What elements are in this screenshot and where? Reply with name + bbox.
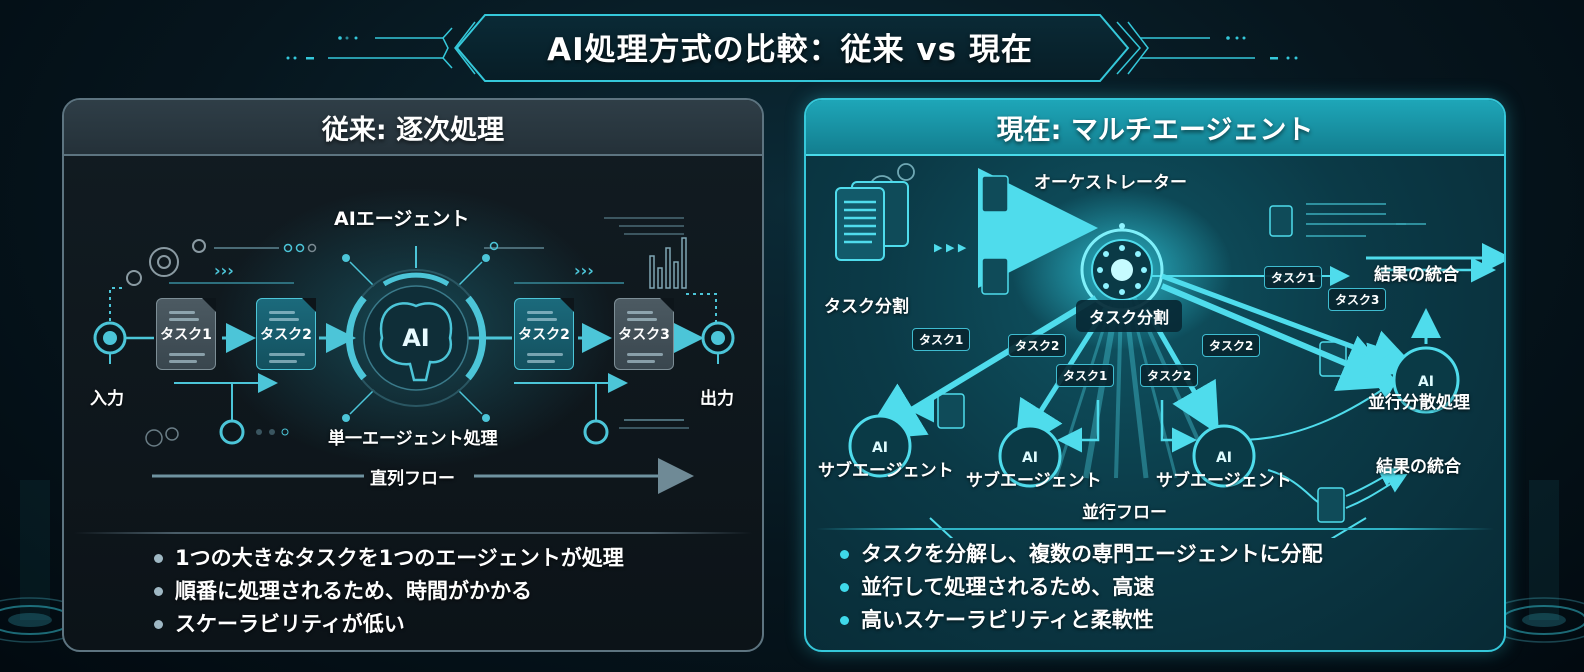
task-tag: タスク1 xyxy=(1056,364,1115,387)
svg-text:AI: AI xyxy=(872,440,888,456)
bullet-dot-icon xyxy=(154,587,163,596)
bullet-item: タスクを分解し、複数の専門エージェントに分配 xyxy=(840,538,1323,571)
bullet-dot-icon xyxy=(154,620,163,629)
bullet-dot-icon xyxy=(154,554,163,563)
bullet-item: 1つの大きなタスクを1つのエージェントが処理 xyxy=(154,542,624,575)
task-label: タスク1 xyxy=(160,327,212,343)
sequential-bullet-list: 1つの大きなタスクを1つのエージェントが処理 順番に処理されるため、時間がかかる… xyxy=(154,542,624,641)
title-banner: AI処理方式の比較：従来 vs 現在 xyxy=(0,0,1584,95)
output-node-icon xyxy=(701,321,735,364)
orchestrator-icon xyxy=(1080,223,1164,312)
task-tag: タスク3 xyxy=(1328,288,1387,311)
input-node-icon xyxy=(93,321,127,364)
agent-caption: 単一エージェント処理 xyxy=(328,429,498,449)
multi-agent-bullet-list: タスクを分解し、複数の専門エージェントに分配 並行して処理されるため、高速 高い… xyxy=(840,538,1323,637)
task-tag: タスク1 xyxy=(1264,266,1323,289)
split-label-center: タスク分割 xyxy=(1076,300,1183,332)
hud-ring-decoration-right xyxy=(1504,480,1584,643)
svg-text:AI: AI xyxy=(1022,450,1038,466)
agent-label: AIエージェント xyxy=(334,208,470,230)
task-tag: タスク2 xyxy=(1008,334,1067,357)
sub-agent-icon: AI xyxy=(848,414,912,478)
sequential-panel-header: 従来: 逐次処理 xyxy=(64,100,762,156)
bullet-item: スケーラビリティが低い xyxy=(154,608,624,641)
document-stack-icon xyxy=(835,181,909,261)
bullet-item: 並行して処理されるため、高速 xyxy=(840,571,1323,604)
sub-agent-icon: AI xyxy=(998,424,1062,488)
hud-ring-decoration-left xyxy=(0,480,80,643)
bullet-item: 高いスケーラビリティと柔軟性 xyxy=(840,604,1323,637)
flow-label: 並行フロー xyxy=(1082,503,1167,523)
gear-icon xyxy=(126,239,206,286)
task-tag: タスク2 xyxy=(1202,334,1261,357)
merge-label-top: 結果の統合 xyxy=(1374,265,1459,285)
merge-agent-icon: AI xyxy=(1392,346,1460,414)
bullet-dot-icon xyxy=(840,616,849,625)
title-banner-frame xyxy=(230,14,1355,82)
svg-text:AI: AI xyxy=(1418,374,1434,390)
bar-chart-icon xyxy=(604,217,687,289)
sub-agent-label: サブエージェント xyxy=(1156,471,1292,491)
bullet-dot-icon xyxy=(840,550,849,559)
divider xyxy=(74,532,752,534)
sub-agent-icon: AI xyxy=(1192,424,1256,488)
page-title: AI処理方式の比較：従来 vs 現在 xyxy=(547,31,1033,68)
bullet-dot-icon xyxy=(840,583,849,592)
svg-text:AI: AI xyxy=(402,324,430,352)
input-label: 入力 xyxy=(90,389,124,409)
task-card: タスク2 xyxy=(256,298,316,370)
sub-agent-label: サブエージェント xyxy=(966,471,1102,491)
svg-text:›››: ››› xyxy=(214,261,234,280)
svg-text:AI: AI xyxy=(1216,450,1232,466)
svg-text:›››: ››› xyxy=(574,261,594,280)
task-card: タスク1 xyxy=(156,298,216,370)
chevrons-icon: ››› ››› xyxy=(214,261,594,280)
parallel-flow-diagram: ▶ ▶ ▶ xyxy=(835,163,1504,538)
task-tag: タスク2 xyxy=(1140,364,1199,387)
flow-label: 直列フロー xyxy=(370,469,455,489)
task-card: タスク2 xyxy=(514,298,574,370)
task-label: タスク2 xyxy=(518,327,570,343)
orchestrator-label: オーケストレーター xyxy=(1034,173,1187,193)
multi-agent-panel: 現在: マルチエージェント ▶ ▶ ▶ xyxy=(804,98,1506,652)
divider xyxy=(816,528,1494,530)
multi-agent-panel-header: 現在: マルチエージェント xyxy=(806,100,1504,156)
merge-label-bottom: 結果の統合 xyxy=(1376,457,1461,477)
sub-agent-label: サブエージェント xyxy=(818,461,954,481)
output-label: 出力 xyxy=(700,389,734,409)
svg-text:▶ ▶ ▶: ▶ ▶ ▶ xyxy=(934,241,967,254)
split-label: タスク分割 xyxy=(824,297,909,317)
brain-icon: AI xyxy=(342,246,490,422)
bullet-item: 順番に処理されるため、時間がかかる xyxy=(154,575,624,608)
sequential-panel: 従来: 逐次処理 ››› ››› xyxy=(62,98,764,652)
task-label: タスク2 xyxy=(260,327,312,343)
task-label: タスク3 xyxy=(618,327,670,343)
task-card: タスク3 xyxy=(614,298,674,370)
sequential-flow-diagram: ››› ››› xyxy=(93,188,735,494)
task-tag: タスク1 xyxy=(912,328,971,351)
parallel-processing-label: 並行分散処理 xyxy=(1368,393,1470,413)
